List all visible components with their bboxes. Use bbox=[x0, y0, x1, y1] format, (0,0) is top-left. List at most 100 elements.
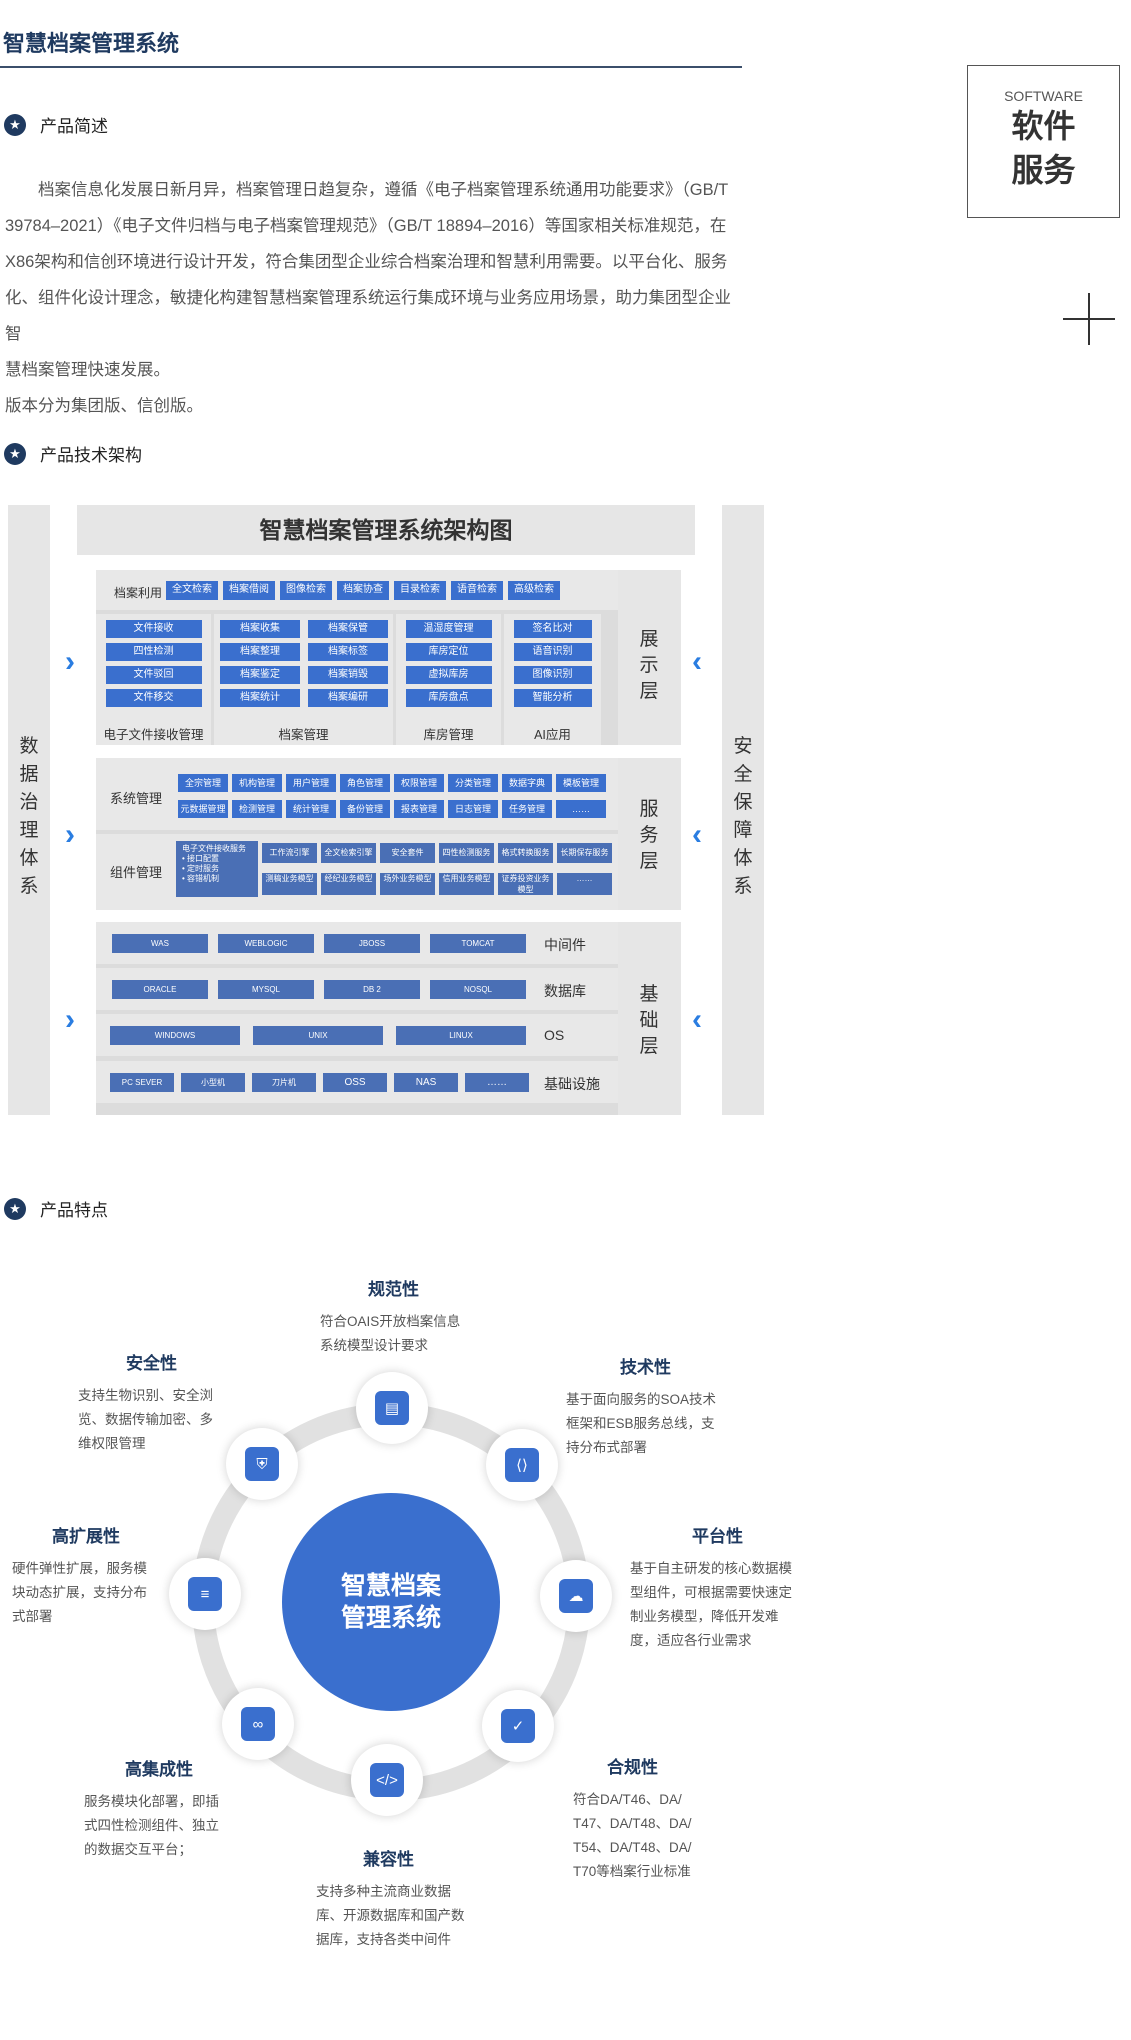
base-item[interactable]: MYSQL bbox=[218, 980, 314, 999]
component-item[interactable]: 经纪业务模型 bbox=[321, 873, 376, 895]
sys-mgmt-item[interactable]: 报表管理 bbox=[394, 800, 444, 818]
base-item[interactable]: OSS bbox=[323, 1073, 387, 1092]
sys-mgmt-item[interactable]: …… bbox=[556, 800, 606, 818]
feature-node[interactable]: ∞ bbox=[222, 1688, 294, 1760]
component-item[interactable]: 信用业务模型 bbox=[439, 873, 494, 895]
layer-name-char: 层 bbox=[639, 1036, 659, 1057]
base-item[interactable]: ORACLE bbox=[112, 980, 208, 999]
sys-mgmt-item[interactable]: 数据字典 bbox=[502, 774, 552, 792]
feature-desc-line: 式部署 bbox=[12, 1609, 53, 1624]
sys-mgmt-item[interactable]: 机构管理 bbox=[232, 774, 282, 792]
sys-mgmt-item[interactable]: 元数据管理 bbox=[178, 800, 228, 818]
sys-mgmt-item[interactable]: 全宗管理 bbox=[178, 774, 228, 792]
component-item[interactable]: 安全套件 bbox=[380, 843, 435, 863]
sys-mgmt-item[interactable]: 日志管理 bbox=[448, 800, 498, 818]
plus-icon-vertical[interactable] bbox=[1088, 293, 1090, 345]
display-layer-content: 档案利用 全文检索档案借阅图像检索档案协查目录检索语音检索高级检索 电子文件接收… bbox=[96, 570, 618, 745]
component-item[interactable]: 全文检索引擎 bbox=[321, 843, 376, 863]
display-item[interactable]: 档案收集 bbox=[220, 620, 300, 638]
component-item[interactable]: …… bbox=[557, 873, 612, 895]
util-button[interactable]: 目录检索 bbox=[394, 581, 446, 600]
component-item[interactable]: 四性检测服务 bbox=[439, 843, 494, 863]
base-item[interactable]: JBOSS bbox=[324, 934, 420, 953]
component-item[interactable]: 格式转换服务 bbox=[498, 843, 553, 863]
server-icon: ▤ bbox=[375, 1391, 409, 1425]
feature-node[interactable]: ⟨⟩ bbox=[486, 1429, 558, 1501]
component-item[interactable]: 证券投资业务模型 bbox=[498, 873, 553, 895]
code-window-icon: </> bbox=[370, 1763, 404, 1797]
component-item[interactable]: 场外业务模型 bbox=[380, 873, 435, 895]
base-item[interactable]: NOSQL bbox=[430, 980, 526, 999]
clipboard-check-icon: ✓ bbox=[501, 1709, 535, 1743]
sys-mgmt-item[interactable]: 权限管理 bbox=[394, 774, 444, 792]
sys-mgmt-item[interactable]: 任务管理 bbox=[502, 800, 552, 818]
security-char: 安 bbox=[733, 736, 753, 757]
util-button[interactable]: 全文检索 bbox=[166, 581, 218, 600]
feature-node[interactable]: ▤ bbox=[356, 1372, 428, 1444]
display-item[interactable]: 档案统计 bbox=[220, 689, 300, 707]
display-item[interactable]: 虚拟库房 bbox=[405, 666, 492, 684]
sys-mgmt-item[interactable]: 用户管理 bbox=[286, 774, 336, 792]
base-item[interactable]: 刀片机 bbox=[252, 1073, 316, 1092]
display-group: 电子文件接收管理文件接收四性检测文件驳回文件移交 bbox=[96, 614, 211, 745]
util-button[interactable]: 高级检索 bbox=[508, 581, 560, 600]
display-item[interactable]: 智能分析 bbox=[513, 689, 592, 707]
intro-line: 化、组件化设计理念，敏捷化构建智慧档案管理系统运行集成环境与业务应用场景，助力集… bbox=[5, 289, 731, 343]
security-char: 全 bbox=[733, 764, 753, 785]
display-item[interactable]: 库房定位 bbox=[405, 643, 492, 661]
display-item[interactable]: 文件移交 bbox=[105, 689, 202, 707]
component-item[interactable]: 长期保存服务 bbox=[557, 843, 612, 863]
display-item[interactable]: 温湿度管理 bbox=[405, 620, 492, 638]
sys-mgmt-item[interactable]: 统计管理 bbox=[286, 800, 336, 818]
base-item[interactable]: LINUX bbox=[396, 1026, 526, 1045]
util-button[interactable]: 图像检索 bbox=[280, 581, 332, 600]
feature-desc-line: 型组件，可根据需要快速定 bbox=[630, 1585, 792, 1600]
feature-node[interactable]: ✓ bbox=[482, 1690, 554, 1762]
display-item[interactable]: 图像识别 bbox=[513, 666, 592, 684]
display-item[interactable]: 签名比对 bbox=[513, 620, 592, 638]
display-item[interactable]: 文件接收 bbox=[105, 620, 202, 638]
base-item[interactable]: WAS bbox=[112, 934, 208, 953]
display-item[interactable]: 档案整理 bbox=[220, 643, 300, 661]
sys-mgmt-item[interactable]: 分类管理 bbox=[448, 774, 498, 792]
feature-node[interactable]: ☁ bbox=[540, 1560, 612, 1632]
util-button[interactable]: 语音检索 bbox=[451, 581, 503, 600]
base-item[interactable]: WEBLOGIC bbox=[218, 934, 314, 953]
display-item[interactable]: 档案保管 bbox=[308, 620, 388, 638]
util-button[interactable]: 档案借阅 bbox=[223, 581, 275, 600]
base-item[interactable]: NAS bbox=[394, 1073, 458, 1092]
intro-line: X86架构和信创环境进行设计开发，符合集团型企业综合档案治理和智慧利用需要。以平… bbox=[5, 253, 728, 271]
base-item[interactable]: TOMCAT bbox=[430, 934, 526, 953]
display-item[interactable]: 档案编研 bbox=[308, 689, 388, 707]
component-receive-line: 电子文件接收服务 bbox=[182, 844, 246, 853]
display-item[interactable]: 档案标签 bbox=[308, 643, 388, 661]
display-item[interactable]: 四性检测 bbox=[105, 643, 202, 661]
sys-mgmt-item[interactable]: 检测管理 bbox=[232, 800, 282, 818]
sys-mgmt-item[interactable]: 角色管理 bbox=[340, 774, 390, 792]
display-item[interactable]: 档案鉴定 bbox=[220, 666, 300, 684]
star-icon: ★ bbox=[4, 113, 26, 136]
sys-mgmt-item[interactable]: 备份管理 bbox=[340, 800, 390, 818]
software-service-box[interactable]: SOFTWARE 软件 服务 bbox=[967, 65, 1120, 218]
base-item[interactable]: 小型机 bbox=[181, 1073, 245, 1092]
data-governance-char: 治 bbox=[19, 792, 39, 813]
display-item[interactable]: 库房盘点 bbox=[405, 689, 492, 707]
base-item[interactable]: PC SEVER bbox=[110, 1073, 174, 1092]
feature-node[interactable]: </> bbox=[351, 1744, 423, 1816]
base-item[interactable]: DB 2 bbox=[324, 980, 420, 999]
util-button[interactable]: 档案协查 bbox=[337, 581, 389, 600]
sys-mgmt-item[interactable]: 模板管理 bbox=[556, 774, 606, 792]
component-item[interactable]: 测稿业务模型 bbox=[262, 873, 317, 895]
component-receive-service[interactable]: 电子文件接收服务• 接口配置• 定时服务• 容错机制 bbox=[176, 841, 258, 897]
display-item[interactable]: 文件驳回 bbox=[105, 666, 202, 684]
feature-node[interactable]: ⛨ bbox=[226, 1428, 298, 1500]
base-item[interactable]: UNIX bbox=[253, 1026, 383, 1045]
display-item[interactable]: 档案销毁 bbox=[308, 666, 388, 684]
component-item[interactable]: 工作流引擎 bbox=[262, 843, 317, 863]
base-item[interactable]: …… bbox=[465, 1073, 529, 1092]
feature-node[interactable]: ≡ bbox=[169, 1558, 241, 1630]
security-char: 系 bbox=[733, 876, 753, 897]
display-item[interactable]: 语音识别 bbox=[513, 643, 592, 661]
base-item[interactable]: WINDOWS bbox=[110, 1026, 240, 1045]
